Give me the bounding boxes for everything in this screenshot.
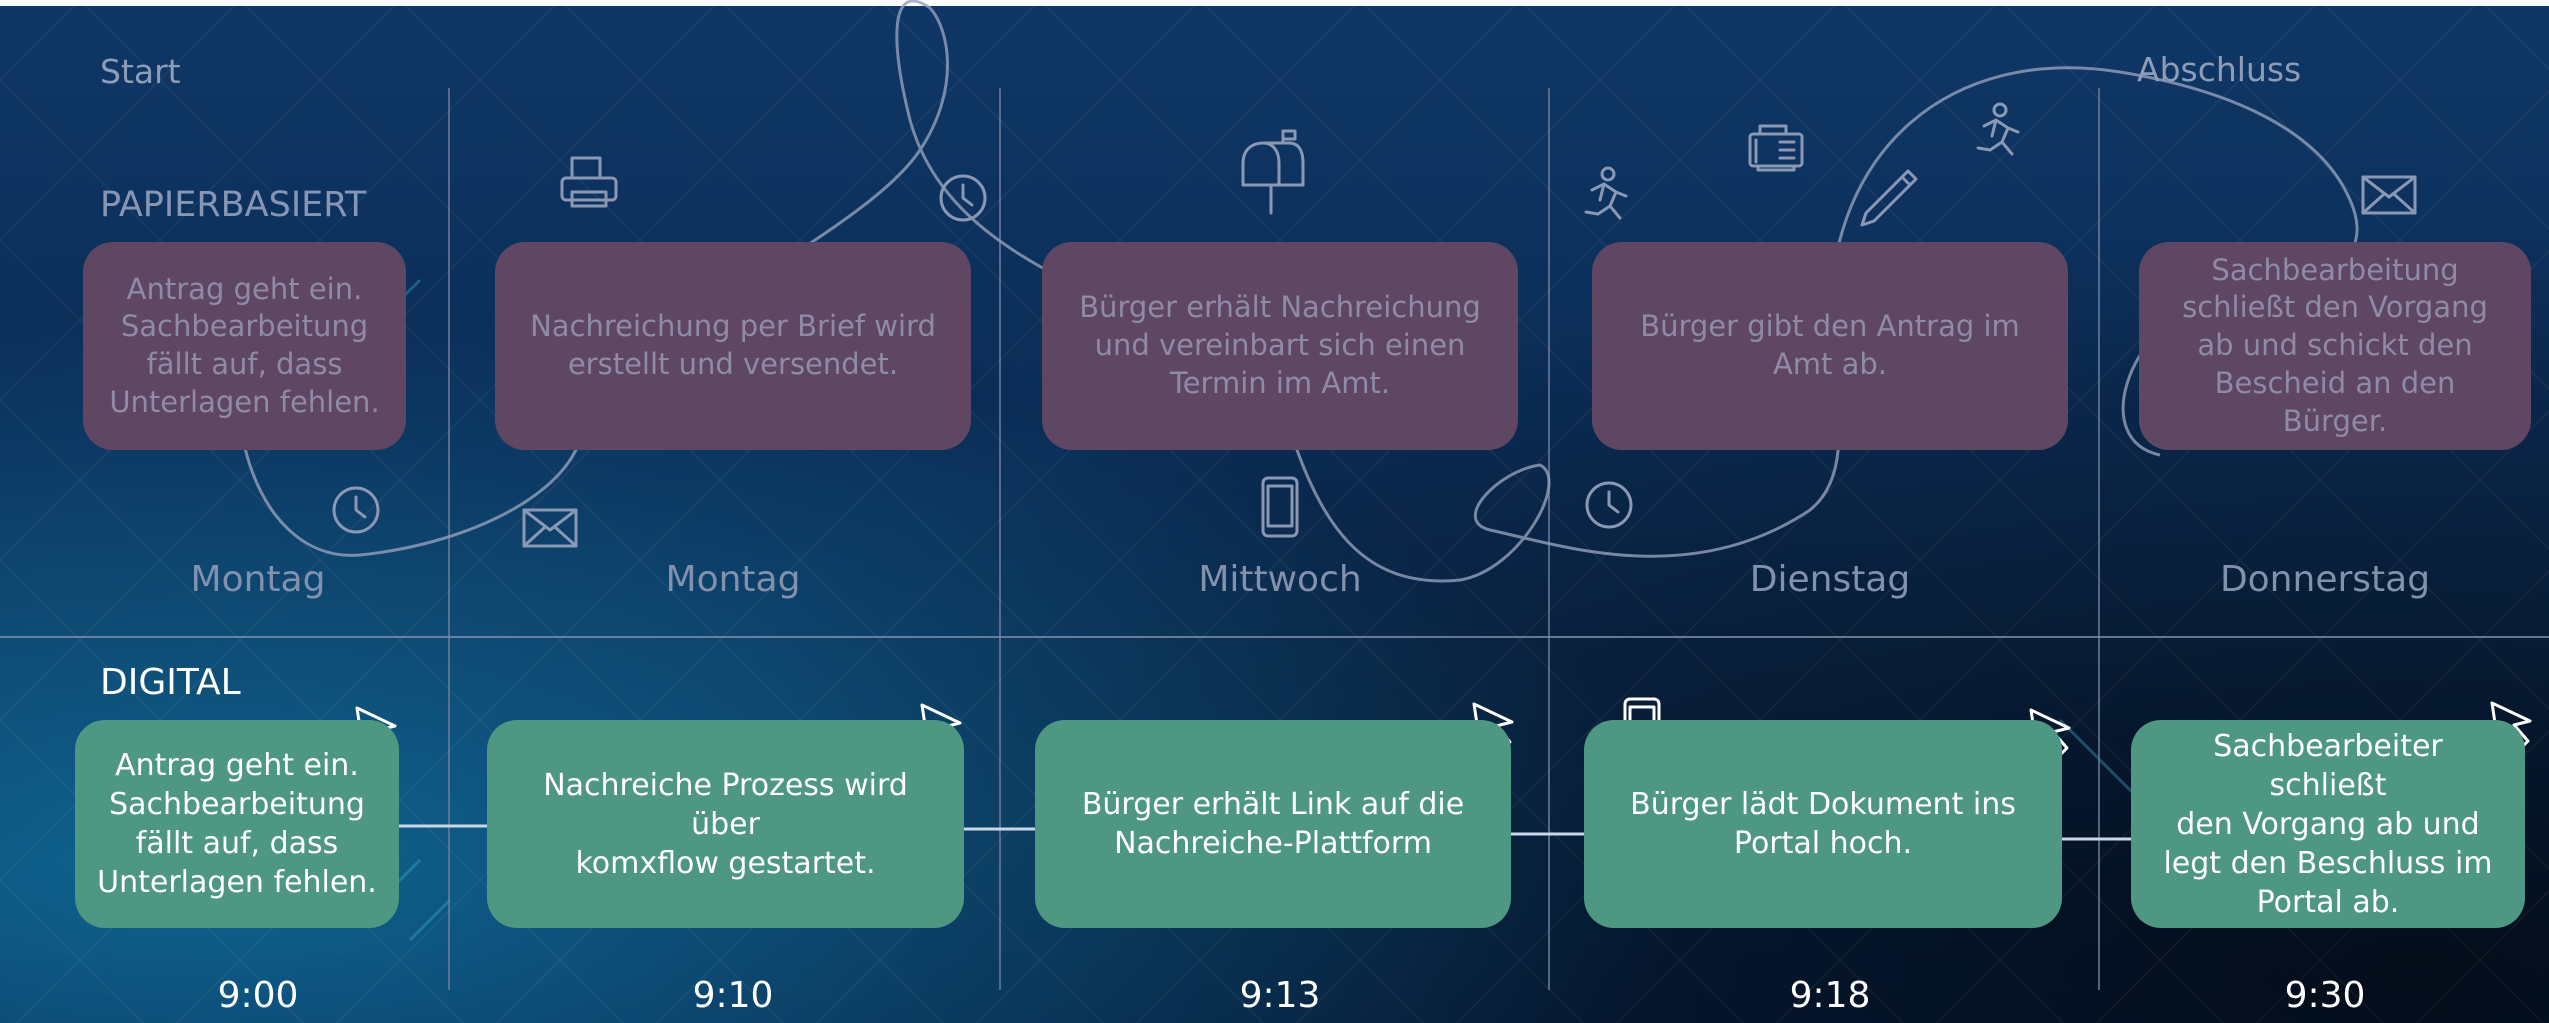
digital-step-card: Nachreiche Prozess wird über komxflow ge… [487, 720, 964, 928]
smartphone-icon [1261, 476, 1299, 538]
clock-icon [332, 486, 380, 534]
pen-icon [1860, 169, 1918, 227]
digital-step-card: Antrag geht ein. Sachbearbeitung fällt a… [75, 720, 399, 928]
time-label: 9:10 [692, 975, 774, 1016]
top-border [0, 0, 2549, 6]
end-label: Abschluss [2137, 50, 2302, 89]
paper-step-card: Bürger erhält Nachreichung und vereinbar… [1042, 242, 1518, 450]
day-label: Montag [190, 559, 326, 600]
paper-section-title: PAPIERBASIERT [100, 185, 367, 225]
clock-icon [1585, 481, 1633, 529]
time-label: 9:00 [217, 975, 299, 1016]
runner-icon [1976, 102, 2020, 156]
day-label: Donnerstag [2219, 559, 2431, 600]
digital-step-card: Bürger lädt Dokument ins Portal hoch. [1584, 720, 2062, 928]
paper-step-card: Sachbearbeitung schließt den Vorgang ab … [2139, 242, 2531, 450]
digital-section-title: DIGITAL [100, 662, 241, 703]
fax-icon [1748, 124, 1804, 172]
mailbox-icon [1241, 129, 1305, 215]
paper-step-card: Antrag geht ein. Sachbearbeitung fällt a… [83, 242, 406, 450]
paper-step-card: Nachreichung per Brief wird erstellt und… [495, 242, 971, 450]
time-label: 9:18 [1789, 975, 1871, 1016]
clock-icon [939, 174, 987, 222]
runner-icon [1584, 166, 1628, 220]
time-label: 9:30 [2284, 975, 2366, 1016]
envelope-icon [2361, 175, 2417, 215]
envelope-icon [522, 508, 578, 548]
day-label: Montag [665, 559, 801, 600]
digital-step-card: Sachbearbeiter schließt den Vorgang ab u… [2131, 720, 2525, 928]
paper-step-card: Bürger gibt den Antrag im Amt ab. [1592, 242, 2068, 450]
day-label: Mittwoch [1198, 559, 1362, 600]
digital-step-card: Bürger erhält Link auf die Nachreiche-Pl… [1035, 720, 1511, 928]
printer-icon [560, 156, 618, 208]
day-label: Dienstag [1749, 559, 1911, 600]
start-label: Start [100, 52, 181, 91]
time-label: 9:13 [1239, 975, 1321, 1016]
